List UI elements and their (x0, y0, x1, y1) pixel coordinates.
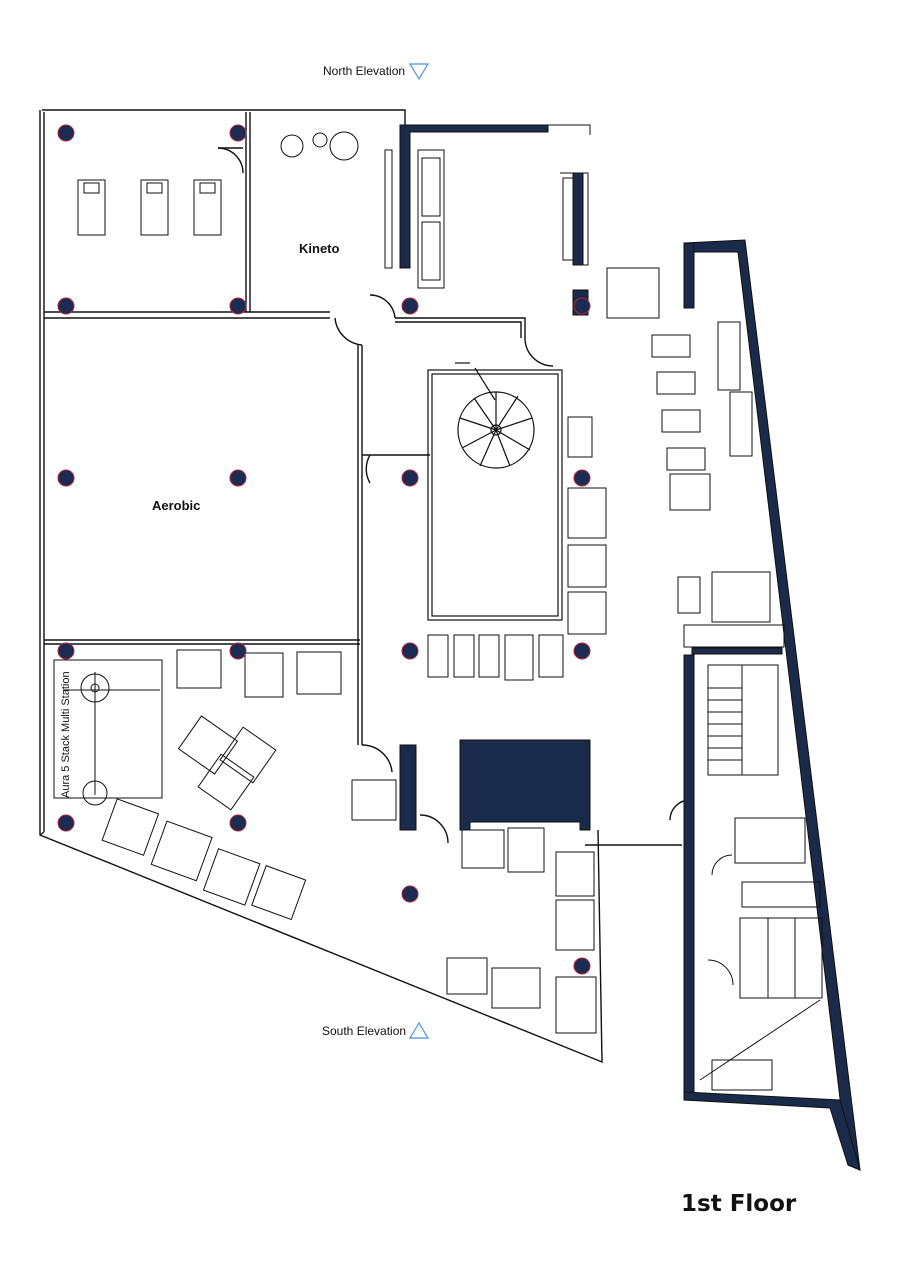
north-elevation-marker (408, 63, 430, 81)
central-block (427, 362, 563, 621)
east-wing-interior (699, 664, 823, 1091)
column (57, 642, 75, 660)
heavy-walls (399, 124, 861, 1171)
column (57, 814, 75, 832)
beds (77, 179, 222, 236)
column (401, 642, 419, 660)
column (229, 814, 247, 832)
treadmills (427, 634, 564, 681)
equipment-east (567, 267, 785, 648)
column (57, 469, 75, 487)
column (57, 297, 75, 315)
column (229, 124, 247, 142)
multi-station-label: Aura 5 Stack Multi Station (60, 671, 72, 798)
columns (57, 124, 591, 975)
column (401, 469, 419, 487)
column (573, 297, 591, 315)
column (229, 469, 247, 487)
column (401, 885, 419, 903)
column (573, 469, 591, 487)
equipment-south (446, 827, 597, 1034)
outer-walls (39, 109, 603, 1064)
column (573, 642, 591, 660)
column (229, 297, 247, 315)
column (401, 297, 419, 315)
kineto-pools (280, 131, 359, 161)
room-label-kineto: Kineto (299, 241, 340, 256)
room-label-aerobic: Aerobic (152, 498, 201, 513)
south-elevation-label: South Elevation (322, 1024, 407, 1038)
kineto-window (384, 124, 591, 289)
floor-title: 1st Floor (681, 1191, 797, 1217)
column (57, 124, 75, 142)
equipment-southwest (53, 649, 397, 921)
partitions (44, 112, 691, 846)
south-elevation-marker (408, 1021, 430, 1039)
column (229, 642, 247, 660)
north-elevation-label: North Elevation (323, 64, 406, 78)
column (573, 957, 591, 975)
